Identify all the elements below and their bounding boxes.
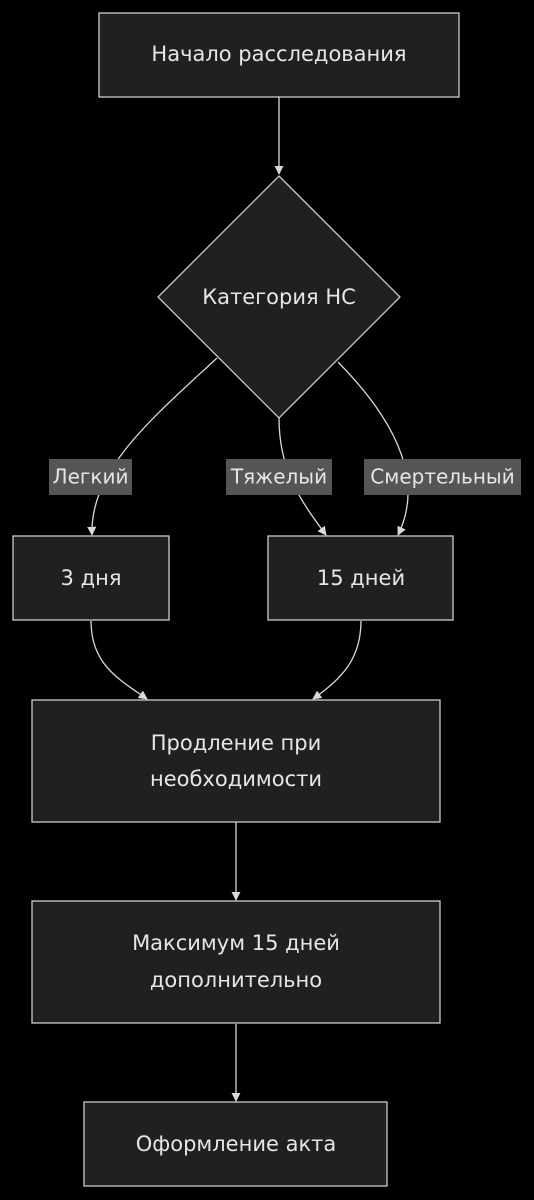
node-extension-label-line1: Продление при xyxy=(151,731,322,755)
node-three-days-label: 3 дня xyxy=(61,566,122,590)
node-decision-label: Категория НС xyxy=(202,285,356,309)
node-fifteen-days-label: 15 дней xyxy=(317,566,405,590)
node-decision: Категория НС xyxy=(157,175,401,419)
edge-label-severe: Тяжелый xyxy=(226,459,332,495)
node-start: Начало расследования xyxy=(98,12,460,98)
edge-label-severe-text: Тяжелый xyxy=(230,465,327,489)
edge-decision-to-3days xyxy=(87,357,218,536)
edge-label-light: Легкий xyxy=(49,459,132,495)
node-act-label: Оформление акта xyxy=(136,1132,336,1156)
edge-decision-to-15days-fatal xyxy=(337,361,409,536)
edge-label-fatal-text: Смертельный xyxy=(370,465,514,489)
node-three-days: 3 дня xyxy=(12,535,170,621)
node-extension-label-line2: необходимости xyxy=(150,767,322,791)
node-maximum-label-line1: Максимум 15 дней xyxy=(132,931,340,955)
edge-15days-to-extension xyxy=(312,620,362,700)
node-act: Оформление акта xyxy=(83,1101,388,1187)
node-maximum: Максимум 15 дней дополнительно xyxy=(31,900,441,1024)
edge-3days-to-extension xyxy=(90,620,148,700)
node-extension: Продление при необходимости xyxy=(31,699,441,823)
edge-label-fatal: Смертельный xyxy=(364,459,521,495)
node-maximum-label-line2: дополнительно xyxy=(150,968,322,992)
node-start-label: Начало расследования xyxy=(151,42,406,66)
node-fifteen-days: 15 дней xyxy=(267,535,454,621)
edge-label-light-text: Легкий xyxy=(53,465,129,489)
